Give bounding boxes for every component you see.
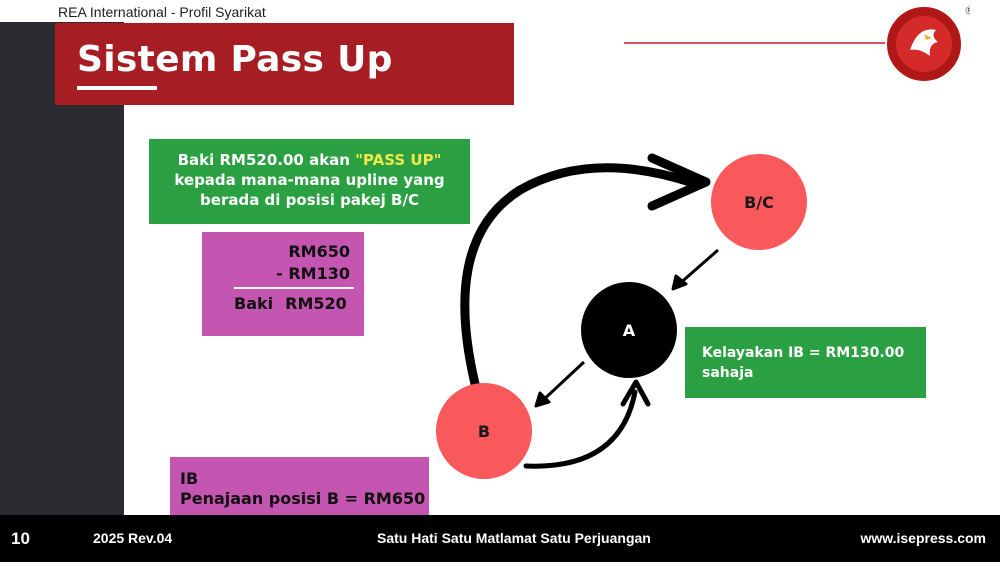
calc-deduction: - RM130 (276, 264, 350, 283)
pass-up-line3: berada di posisi pakej B/C (200, 191, 419, 209)
node-bc: B/C (711, 154, 807, 250)
top-band (0, 0, 1000, 22)
pass-up-line2: kepada mana-mana upline yang (174, 171, 445, 189)
eligibility-line2: sahaja (702, 365, 754, 381)
a-to-b-arrowhead (534, 391, 551, 408)
calc-balance-value: RM520 (285, 294, 347, 313)
pass-up-arrowhead (647, 153, 711, 211)
footer-bar: 10 2025 Rev.04 Satu Hati Satu Matlamat S… (0, 515, 1000, 562)
calc-balance: Baki RM520 (234, 294, 347, 313)
calc-amount: RM650 (288, 242, 350, 261)
b-to-a-arrowhead (620, 379, 651, 407)
calc-balance-label: Baki (234, 294, 274, 313)
sponsorship-line2: Penajaan posisi B = RM650 (180, 489, 426, 508)
pass-up-line1: Baki RM520.00 akan (177, 151, 356, 169)
registered-mark: ® (964, 4, 970, 17)
slide-title: Sistem Pass Up (77, 39, 393, 80)
pass-up-note: Baki RM520.00 akan "PASS UP" kepada mana… (149, 139, 470, 224)
eligibility-note: Kelayakan IB = RM130.00 sahaja (685, 327, 926, 398)
red-eagle-academy-logo: ® (885, 4, 970, 83)
bc-to-a-arrow (676, 248, 719, 288)
revision-label: 2025 Rev.04 (93, 530, 173, 546)
website-url: www.isepress.com (860, 530, 986, 546)
slogan: Satu Hati Satu Matlamat Satu Perjuangan (377, 530, 651, 546)
a-to-b-arrow (538, 360, 586, 405)
decorative-red-line (624, 42, 886, 44)
b-to-a-arrow (523, 389, 638, 469)
bc-to-a-arrowhead (671, 274, 688, 291)
node-b: B (436, 383, 532, 479)
eligibility-line1: Kelayakan IB = RM130.00 (702, 345, 905, 361)
title-banner: Sistem Pass Up (55, 23, 514, 105)
page-number: 10 (11, 529, 30, 548)
sponsorship-line1: IB (180, 469, 199, 488)
slide-header: REA International - Profil Syarikat (58, 4, 266, 20)
calc-rule (234, 287, 354, 289)
node-a: A (581, 282, 677, 378)
title-underline (77, 86, 157, 90)
calculation-box: RM650 - RM130 Baki RM520 (202, 232, 364, 336)
pass-up-highlight: "PASS UP" (355, 151, 442, 169)
sponsorship-box: IB Penajaan posisi B = RM650 (170, 457, 429, 517)
